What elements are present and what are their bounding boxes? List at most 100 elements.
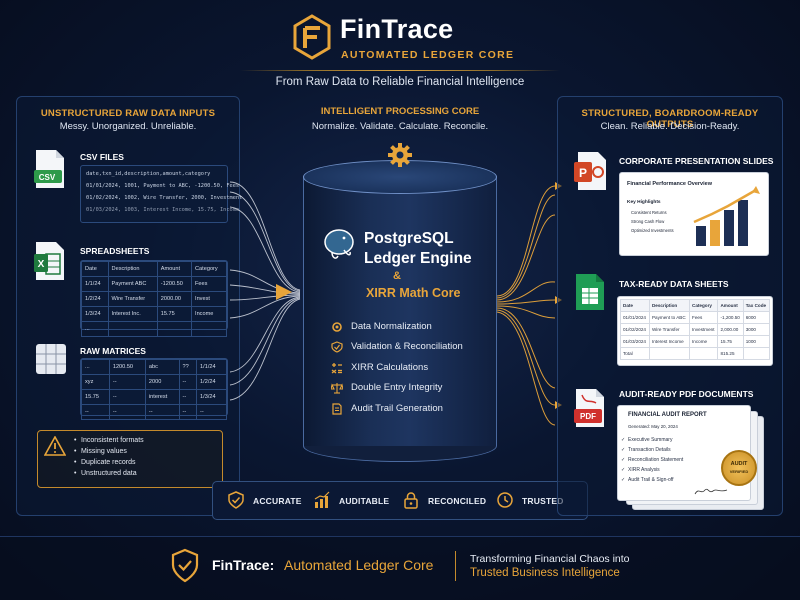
- svg-text:X: X: [38, 259, 45, 270]
- bar-chart-icon: [314, 491, 330, 508]
- table-cell: [689, 347, 719, 360]
- table-cell: [742, 347, 771, 360]
- csv-line: 01/01/2024, 1001, Payment to ABC, -1200.…: [86, 183, 240, 189]
- processing-core-title: INTELLIGENT PROCESSING CORE: [320, 106, 480, 117]
- table-cell: 01/01/2024: [620, 311, 650, 324]
- table-cell: --: [196, 404, 227, 420]
- table-cell: --: [178, 404, 198, 420]
- matrix-grid-icon: [36, 344, 66, 374]
- table-cell: -1,200.50: [717, 311, 744, 324]
- pdf-icon-label: PDF: [580, 412, 596, 421]
- table-cell: Interest Income: [648, 335, 691, 348]
- table-cell: --: [81, 404, 110, 420]
- signature-mark: [694, 488, 728, 495]
- table-cell: 6000: [742, 311, 771, 324]
- settings-icon: [332, 322, 342, 332]
- spreadsheets-label: SPREADSHEETS: [80, 246, 150, 256]
- audit-generated-date: Generated: May 20, 2024: [628, 424, 678, 429]
- document-icon: [332, 403, 342, 415]
- slide-highlight: Consistent Returns: [631, 210, 667, 215]
- raw-inputs-title: UNSTRUCTURED RAW DATA INPUTS: [40, 108, 216, 119]
- svg-text:P: P: [579, 166, 587, 180]
- table-row: ----------: [81, 404, 227, 420]
- processing-cylinder: [303, 176, 497, 446]
- table-cell: 3000: [742, 323, 771, 336]
- table-cell: Tax Code: [742, 299, 771, 312]
- issue-item: Missing values: [74, 448, 127, 455]
- audit-verified-seal: [721, 450, 757, 486]
- footer-line2: Trusted Business Intelligence: [470, 567, 620, 579]
- feature-item: Data Normalization: [351, 321, 432, 332]
- csv-line: 01/02/2024, 1002, Wire Transfer, 2000, I…: [86, 195, 243, 201]
- slide-highlight: Optimized Investments: [631, 228, 674, 233]
- powerpoint-icon: P: [574, 152, 606, 190]
- xirr-core-title: XIRR Math Core: [366, 286, 461, 300]
- badge-trusted: TRUSTED: [522, 496, 564, 506]
- header-divider: [240, 70, 560, 71]
- spreadsheet-icon: X: [34, 242, 64, 280]
- table-cell: 01/03/2024: [620, 335, 650, 348]
- feature-item: Audit Trail Generation: [351, 403, 443, 414]
- table-cell: Category: [689, 299, 719, 312]
- tagline: From Raw Data to Reliable Financial Inte…: [275, 76, 525, 88]
- google-sheets-icon: [576, 274, 604, 310]
- processing-core-subtitle: Normalize. Validate. Calculate. Reconcil…: [311, 121, 489, 132]
- slide-title: Financial Performance Overview: [627, 181, 712, 187]
- shield-check-icon: [171, 548, 199, 583]
- shield-check-icon: [331, 341, 343, 353]
- issue-item: Unstructured data: [74, 470, 137, 477]
- table-cell: Wire Transfer: [648, 323, 691, 336]
- csv-line: 01/03/2024, 1003, Interest Income, 15.75…: [86, 207, 240, 213]
- slides-label: CORPORATE PRESENTATION SLIDES: [619, 156, 774, 166]
- table-cell: 01/02/2024: [620, 323, 650, 336]
- csv-icon-label: CSV: [38, 173, 56, 182]
- issue-item: Duplicate records: [74, 459, 136, 466]
- tax-sheets-label: TAX-READY DATA SHEETS: [619, 279, 729, 289]
- table-cell: Payment to ABC: [648, 311, 691, 324]
- raw-matrices-label: RAW MATRICES: [80, 346, 146, 356]
- fintrace-logo: [293, 14, 331, 60]
- table-cell: Date: [620, 299, 650, 312]
- seal-line1: AUDIT: [730, 461, 748, 467]
- audit-item: Transaction Details: [621, 447, 671, 453]
- growth-bar-chart-icon: [693, 186, 760, 246]
- table-cell: Description: [648, 299, 691, 312]
- table-cell: [648, 347, 691, 360]
- clock-icon: [497, 492, 513, 508]
- table-cell: Investment: [689, 323, 719, 336]
- audit-item: Reconciliation Statement: [621, 457, 683, 463]
- outputs-subtitle: Clean. Reliable. Decision-Ready.: [600, 121, 740, 132]
- table-cell: 15.75: [717, 335, 744, 348]
- pdf-docs-label: AUDIT-READY PDF DOCUMENTS: [619, 389, 754, 399]
- table-cell: [191, 321, 227, 337]
- badge-auditable: AUDITABLE: [339, 496, 390, 506]
- audit-item: XIRR Analysis: [621, 467, 660, 473]
- table-cell: Total: [620, 347, 650, 360]
- slide-highlight: Strong Cash Flow: [631, 219, 665, 224]
- footer-brand: FinTrace:: [212, 557, 275, 573]
- seal-line2: VERIFIED: [729, 469, 749, 474]
- calculator-icon: [331, 363, 342, 374]
- outputs-title: STRUCTURED, BOARDROOM-READY OUTPUTS: [581, 108, 759, 130]
- table-cell: Amount: [717, 299, 744, 312]
- table-cell: [156, 321, 193, 337]
- issue-item: Inconsistent formats: [74, 437, 144, 444]
- table-cell: --: [144, 404, 180, 420]
- audit-report-title: FINANCIAL AUDIT REPORT: [628, 412, 707, 418]
- slide-highlights-title: Key Highlights: [627, 200, 661, 205]
- footer-divider: [455, 551, 456, 581]
- table-cell: Fees: [689, 311, 719, 324]
- table-cell: 815.25: [717, 347, 744, 360]
